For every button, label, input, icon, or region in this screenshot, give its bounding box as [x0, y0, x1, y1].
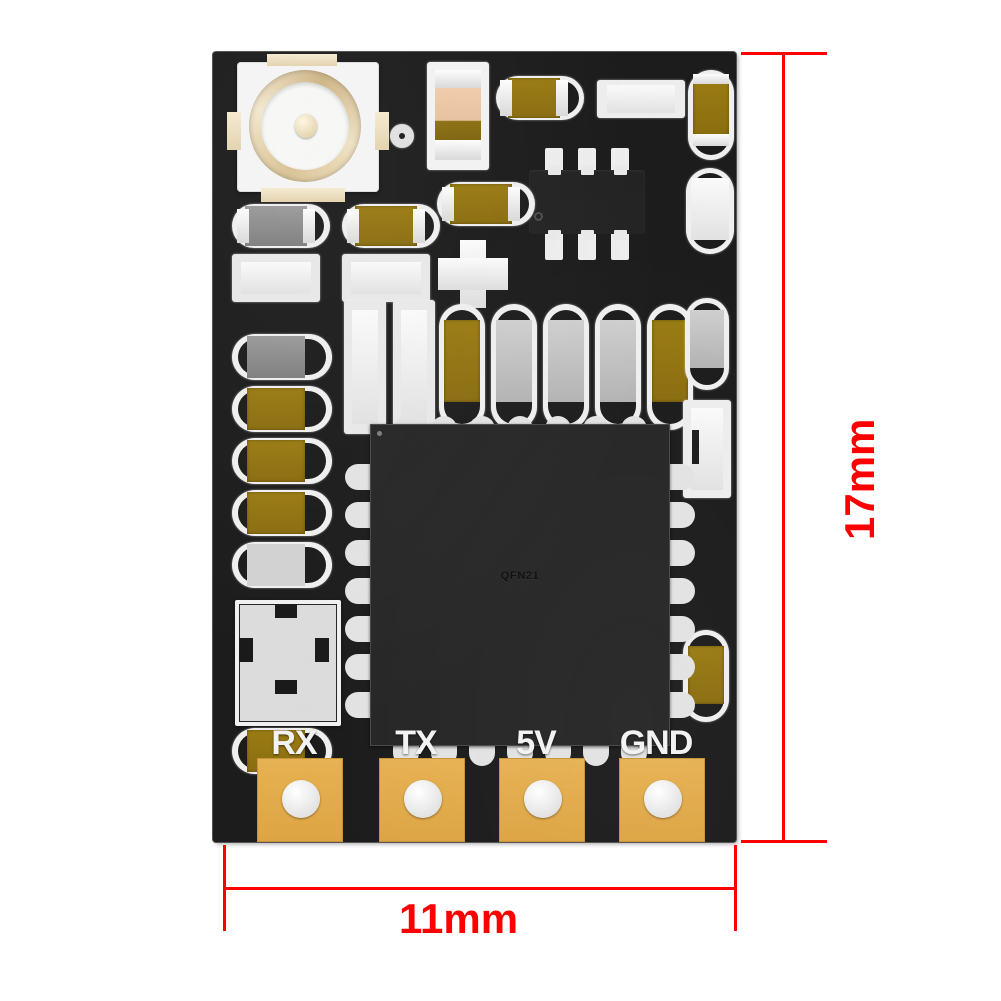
terminal-c3-bottom [693, 134, 729, 146]
component-cap-c18 [652, 320, 688, 402]
component-cap-c2 [508, 78, 560, 118]
qfn-pad-right-3 [665, 540, 695, 566]
terminal-c1-top [435, 70, 481, 88]
terminal-c5-left [237, 209, 249, 243]
pad-label-gnd: GND [619, 724, 694, 762]
through-hole-pad-5v[interactable] [499, 758, 585, 842]
sot-leg-2 [581, 165, 594, 175]
sot-leg-1 [548, 165, 561, 175]
ufl-tab-bottom [261, 188, 345, 202]
sot-pin1-mark [534, 212, 543, 221]
crystal-pad-bottom [275, 680, 297, 694]
component-cap-c4 [691, 178, 729, 240]
via-hole [399, 133, 405, 139]
component-cap-c6 [355, 206, 417, 246]
component-cap-c10 [247, 440, 305, 482]
dimension-label-width: 11mm [399, 895, 519, 942]
u-fl-connector [227, 54, 389, 202]
pad-label-tx: TX [395, 724, 437, 762]
through-hole-gnd [644, 780, 682, 818]
through-hole-tx [404, 780, 442, 818]
via-pad [390, 124, 414, 148]
ufl-tab-right [375, 112, 389, 150]
pad-label-rx: RX [271, 724, 317, 762]
component-resistor-r5 [401, 310, 427, 424]
resistor-r6-mark [692, 430, 699, 464]
qfn-pad-right-1 [665, 464, 695, 490]
component-resistor-r1 [607, 85, 675, 113]
qfn-pad-right-2 [665, 502, 695, 528]
component-cap-c11 [247, 492, 305, 534]
crystal-pad-top [275, 604, 297, 618]
component-resistor-r3 [351, 262, 421, 294]
qfn-pin1-dot [377, 431, 382, 436]
qfn-pad-right-4 [665, 578, 695, 604]
dimension-tick-left [223, 845, 226, 931]
component-cap-c9 [247, 388, 305, 430]
through-hole-rx [282, 780, 320, 818]
component-cap-c7 [450, 184, 512, 224]
qfn-pad-right-6 [665, 654, 695, 680]
component-cap-c8 [247, 336, 305, 378]
terminal-c6-left [347, 209, 359, 243]
component-resistor-r2 [241, 262, 311, 294]
component-cap-c15 [496, 320, 532, 402]
terminal-c5-right [303, 209, 315, 243]
dimension-line-height [782, 53, 785, 842]
crystal-pad-right [315, 638, 329, 662]
test-pad-cross-horizontal [438, 258, 508, 290]
crystal-oscillator [235, 600, 341, 726]
dimension-tick-bottom [741, 840, 827, 843]
component-cap-c20 [688, 646, 724, 704]
through-hole-pad-rx[interactable] [257, 758, 343, 842]
terminal-c2-left [500, 80, 512, 116]
component-cap-c3 [693, 80, 729, 136]
ufl-center-pin [295, 114, 317, 138]
pad-label-5v: 5V [516, 724, 557, 762]
dimension-line-width [224, 887, 737, 890]
terminal-c7-right [508, 187, 520, 221]
through-hole-pad-tx[interactable] [379, 758, 465, 842]
pcb-board: QFN21 RX TX 5V GND [213, 52, 736, 842]
qfn-chip-marking: QFN21 [500, 570, 540, 582]
component-tantalum-cap [435, 88, 481, 140]
terminal-c7-left [442, 187, 454, 221]
sot23-regulator [529, 170, 645, 234]
through-hole-pad-gnd[interactable] [619, 758, 705, 842]
component-cap-c14 [444, 320, 480, 402]
dimension-tick-right [734, 845, 737, 931]
component-cap-c16 [548, 320, 584, 402]
qfn-chip: QFN21 [370, 424, 670, 746]
component-cap-c12 [247, 544, 305, 586]
terminal-c1-bottom [435, 140, 481, 160]
terminal-c2-right [556, 80, 568, 116]
sot-leg-5 [581, 230, 594, 240]
qfn-pad-right-7 [665, 692, 695, 718]
terminal-c3-top [693, 74, 729, 84]
qfn-pad-right-5 [665, 616, 695, 642]
terminal-c6-right [413, 209, 425, 243]
crystal-pad-left [239, 638, 253, 662]
sot-leg-6 [614, 230, 627, 240]
through-hole-5v [524, 780, 562, 818]
sot-leg-4 [548, 230, 561, 240]
sot-leg-3 [614, 165, 627, 175]
dimension-tick-top [741, 52, 827, 55]
dimension-label-height: 17mm [836, 418, 883, 540]
component-cap-c5 [245, 206, 307, 246]
ufl-tab-top [267, 54, 337, 66]
component-cap-c19 [690, 310, 724, 368]
component-resistor-r4 [352, 310, 378, 424]
ufl-tab-left [227, 112, 241, 150]
component-cap-c17 [600, 320, 636, 402]
